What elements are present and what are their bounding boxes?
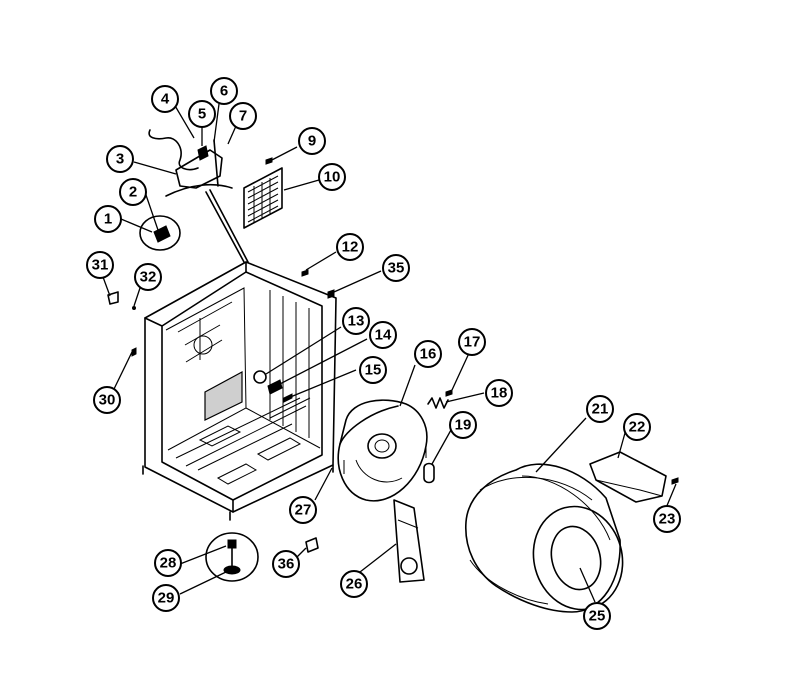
callout-1: 1 — [94, 205, 122, 233]
callout-3-label: 3 — [116, 151, 124, 168]
callout-9-label: 9 — [308, 133, 316, 150]
callout-26-label: 26 — [346, 576, 363, 593]
callout-12: 12 — [336, 233, 364, 261]
front-bulkhead — [337, 389, 453, 502]
callout-3: 3 — [106, 145, 134, 173]
top-assembly — [139, 129, 335, 299]
callout-35: 35 — [382, 254, 410, 282]
callout-32: 32 — [134, 263, 162, 291]
callout-25-label: 25 — [589, 608, 606, 625]
foot-pad — [205, 532, 259, 582]
callout-26: 26 — [340, 570, 368, 598]
cabinet — [142, 261, 337, 521]
callout-30-label: 30 — [99, 392, 116, 409]
callout-28-label: 28 — [160, 555, 177, 572]
callout-19: 19 — [449, 411, 477, 439]
callout-15: 15 — [359, 356, 387, 384]
callout-14-label: 14 — [375, 327, 392, 344]
callout-13: 13 — [342, 307, 370, 335]
callout-4: 4 — [151, 85, 179, 113]
callout-23: 23 — [653, 505, 681, 533]
callout-36: 36 — [272, 550, 300, 578]
callout-6-label: 6 — [220, 83, 228, 100]
callout-25: 25 — [583, 602, 611, 630]
callout-31-label: 31 — [92, 257, 109, 274]
callout-16-label: 16 — [420, 346, 437, 363]
door-liner — [393, 499, 425, 583]
callout-4-label: 4 — [161, 91, 170, 108]
callout-22: 22 — [623, 413, 651, 441]
callout-18-label: 18 — [491, 385, 508, 402]
callout-28: 28 — [154, 549, 182, 577]
callout-5: 5 — [188, 100, 216, 128]
callout-12-label: 12 — [342, 239, 359, 256]
callout-6: 6 — [210, 77, 238, 105]
callout-32-label: 32 — [140, 269, 157, 286]
callout-35-label: 35 — [388, 260, 405, 277]
callout-29: 29 — [152, 584, 180, 612]
callout-7: 7 — [229, 102, 257, 130]
callout-21-label: 21 — [592, 401, 609, 418]
callout-23-label: 23 — [659, 511, 676, 528]
callout-27-label: 27 — [295, 502, 312, 519]
small-parts — [107, 291, 319, 553]
callout-2-label: 2 — [129, 184, 137, 201]
callout-18: 18 — [485, 379, 513, 407]
callout-36-label: 36 — [278, 556, 295, 573]
callout-30: 30 — [93, 386, 121, 414]
callout-10: 10 — [318, 163, 346, 191]
callout-2: 2 — [119, 178, 147, 206]
callout-14: 14 — [369, 321, 397, 349]
callout-29-label: 29 — [158, 590, 175, 607]
callout-5-label: 5 — [198, 106, 206, 123]
drum — [465, 463, 624, 613]
callout-1-label: 1 — [104, 211, 112, 228]
callout-10-label: 10 — [324, 169, 341, 186]
callout-21: 21 — [586, 395, 614, 423]
callout-16: 16 — [414, 340, 442, 368]
vent-grille — [243, 167, 283, 229]
callout-27: 27 — [289, 496, 317, 524]
callout-31: 31 — [86, 251, 114, 279]
callout-13-label: 13 — [348, 313, 365, 330]
leader-lines — [102, 103, 677, 603]
callout-17-label: 17 — [464, 334, 481, 351]
callout-7-label: 7 — [239, 108, 247, 125]
callout-9: 9 — [298, 127, 326, 155]
callout-22-label: 22 — [629, 419, 646, 436]
callout-17: 17 — [458, 328, 486, 356]
callout-19-label: 19 — [455, 417, 472, 434]
callout-15-label: 15 — [365, 362, 382, 379]
